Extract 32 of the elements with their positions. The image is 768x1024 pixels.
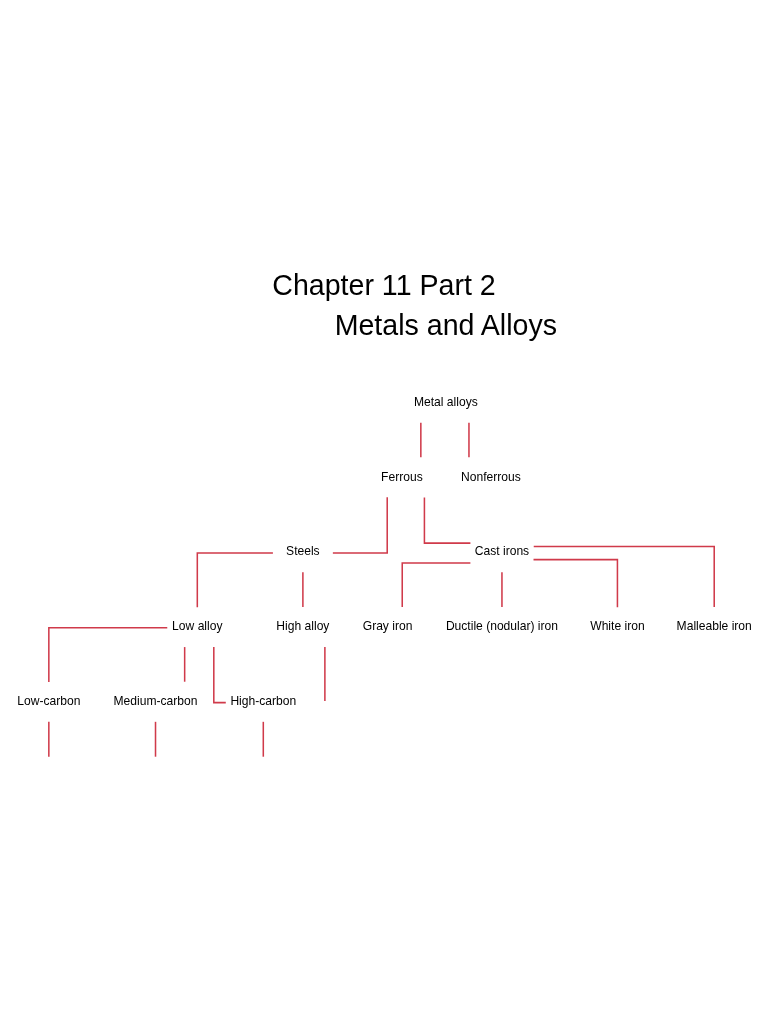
connector bbox=[532, 545, 715, 608]
connector bbox=[420, 421, 422, 458]
node-text: Medium-carbon bbox=[113, 693, 198, 708]
connector bbox=[154, 720, 157, 757]
connector bbox=[423, 496, 472, 544]
label: Metals and Alloys bbox=[334, 308, 558, 341]
connector bbox=[501, 571, 503, 608]
node-text: White iron bbox=[590, 618, 645, 633]
connector bbox=[532, 558, 619, 608]
node-text: High alloy bbox=[276, 618, 330, 633]
node-text: Ductile (nodular) iron bbox=[445, 618, 559, 633]
connector bbox=[48, 626, 169, 683]
node-text: Metal alloys bbox=[413, 394, 478, 409]
connector bbox=[196, 551, 274, 608]
connector bbox=[48, 720, 50, 757]
node-text: Steels bbox=[286, 543, 320, 558]
node-text: High-carbon bbox=[230, 693, 297, 708]
connector bbox=[324, 645, 326, 702]
node-text: Low-carbon bbox=[17, 693, 81, 708]
connector bbox=[262, 720, 265, 757]
node-text: Gray iron bbox=[362, 618, 413, 633]
node-text: Malleable iron bbox=[676, 618, 752, 633]
node-text: Nonferrous bbox=[461, 469, 521, 484]
diagram-title: Chapter 11 Part 2 bbox=[272, 268, 496, 301]
node-text: Ferrous bbox=[381, 469, 423, 484]
connector bbox=[332, 496, 388, 554]
connector bbox=[183, 645, 186, 682]
connector bbox=[401, 561, 472, 608]
node-text: Cast irons bbox=[474, 543, 530, 558]
node-text: Low alloy bbox=[172, 618, 223, 633]
connector bbox=[302, 571, 304, 608]
connector bbox=[468, 421, 470, 458]
